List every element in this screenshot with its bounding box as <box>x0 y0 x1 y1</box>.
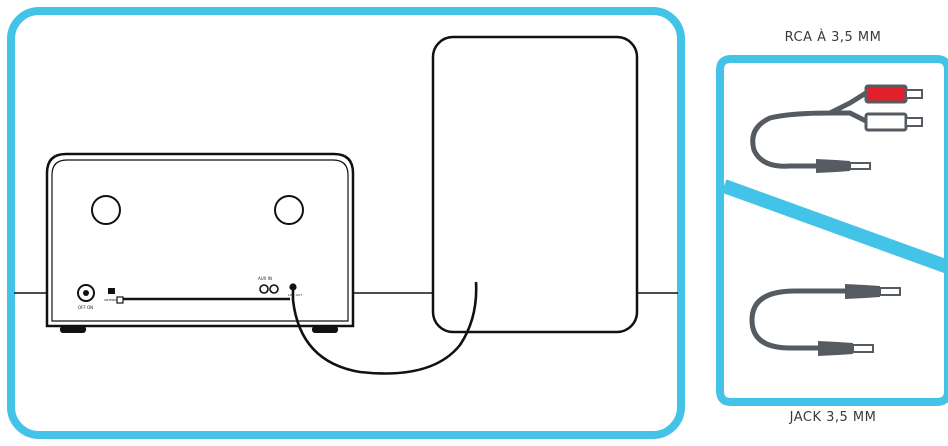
line-out-jack-icon <box>289 283 297 291</box>
jack-plug-top-tip <box>879 287 901 296</box>
rca-plug-red-tip <box>905 89 923 99</box>
scene-frame <box>7 7 685 439</box>
jack-cable-wire <box>749 288 848 351</box>
rca-plug-white-tip <box>905 117 923 127</box>
power-switch-knob <box>83 290 89 296</box>
jack-to-jack-cable-icon <box>749 284 901 356</box>
rca-jack-plug-tip <box>849 162 871 170</box>
radio-rear-view: OFF ON ANTENNA AUX IN LINE OUT <box>45 152 355 333</box>
radio-body-outer <box>45 152 355 328</box>
jack-plug-bottom <box>818 341 853 356</box>
antenna-base <box>116 296 124 304</box>
rca-plug-white <box>864 112 908 132</box>
dc-jack-icon <box>108 288 115 294</box>
cable-panel-frame <box>716 55 948 406</box>
rca-cable-label: RCA À 3,5 MM <box>784 30 882 45</box>
power-switch-label: OFF ON <box>78 305 93 310</box>
aux-jack-left-icon <box>259 284 269 294</box>
rca-jack-plug <box>816 159 850 173</box>
rca-cable-branch <box>827 110 869 124</box>
line-out-label: LINE OUT <box>288 293 302 297</box>
aux-in-label: AUX IN <box>258 276 272 281</box>
radio-screw-right <box>274 195 304 225</box>
cable-types-panel <box>716 55 948 406</box>
cable-panel-divider <box>721 179 948 274</box>
radio-screw-left <box>91 195 121 225</box>
aux-jack-right-icon <box>269 284 279 294</box>
rca-cable-wire <box>750 90 869 169</box>
rca-plug-red <box>864 84 908 104</box>
jack-plug-top <box>845 284 880 299</box>
external-speaker <box>431 35 639 334</box>
jack-cable-label: JACK 3,5 MM <box>789 410 877 425</box>
radio-foot-right <box>312 326 338 333</box>
rca-to-jack-cable-icon <box>750 84 923 173</box>
jack-plug-bottom-tip <box>852 344 874 353</box>
connecting-cable <box>291 281 478 375</box>
radio-body-inner <box>51 159 349 322</box>
radio-foot-left <box>60 326 86 333</box>
antenna-label: ANTENNA <box>104 298 120 302</box>
